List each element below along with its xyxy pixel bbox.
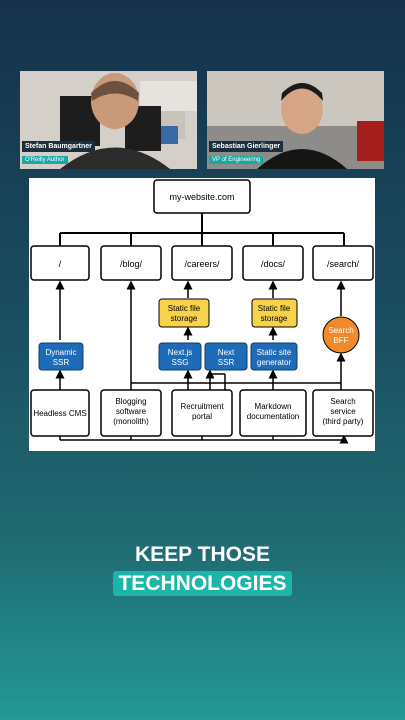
route-label: /blog/ xyxy=(120,259,143,269)
headline-text-1: KEEP THOSE xyxy=(135,543,270,566)
route-label: /search/ xyxy=(327,259,360,269)
static-storage-label: storage xyxy=(171,314,198,323)
source-box xyxy=(171,389,233,437)
source-label: service xyxy=(330,407,356,416)
route-box xyxy=(242,245,304,281)
source-label: software xyxy=(116,407,147,416)
source-box xyxy=(30,389,90,437)
nextjs-ssg-box xyxy=(158,342,202,371)
nextjs-ssg-label: SSG xyxy=(172,358,189,367)
route-box xyxy=(100,245,162,281)
search-bff-circle xyxy=(322,316,360,354)
source-label: Markdown xyxy=(255,402,292,411)
route-label: /docs/ xyxy=(261,259,286,269)
next-ssr-box xyxy=(204,342,248,371)
video-tile-sebastian: Sebastian Gierlinger VP of Engineering xyxy=(207,71,384,169)
route-box xyxy=(171,245,233,281)
static-storage-box xyxy=(158,298,210,328)
next-ssr-label: Next xyxy=(218,348,235,357)
source-box xyxy=(100,389,162,437)
route-box xyxy=(30,245,90,281)
dynamic-ssr-label: Dynamic xyxy=(45,348,76,357)
source-box xyxy=(239,389,307,437)
source-label: Blogging xyxy=(115,397,146,406)
headline-line-2: TECHNOLOGIES xyxy=(0,571,405,596)
static-storage-label: storage xyxy=(261,314,288,323)
route-box xyxy=(312,245,374,281)
source-label: Search xyxy=(330,397,355,406)
speaker-image-sebastian xyxy=(207,71,384,169)
source-label: portal xyxy=(192,412,212,421)
route-label: /careers/ xyxy=(184,259,220,269)
speaker-image-stefan xyxy=(20,71,197,169)
search-bff-label: BFF xyxy=(333,336,348,345)
source-label: documentation xyxy=(247,412,299,421)
route-label: / xyxy=(59,259,62,269)
architecture-diagram: my-website.com / /blog/ /careers/ /docs/… xyxy=(29,178,375,451)
static-storage-label: Static file xyxy=(258,304,291,313)
dynamic-ssr-label: SSR xyxy=(53,358,70,367)
static-storage-label: Static file xyxy=(168,304,201,313)
speaker-name-tag: Stefan Baumgartner xyxy=(22,141,95,152)
root-label: my-website.com xyxy=(169,192,234,202)
dynamic-ssr-box xyxy=(38,342,84,371)
next-ssr-label: SSR xyxy=(218,358,235,367)
headline-line-1: KEEP THOSE xyxy=(0,543,405,567)
source-label: Recruitment xyxy=(180,402,224,411)
search-bff-label: Search xyxy=(328,326,353,335)
headline-text-2: TECHNOLOGIES xyxy=(113,571,292,596)
speaker-role-tag: VP of Engineering xyxy=(209,156,264,164)
source-box xyxy=(312,389,374,437)
ssg-label: Static site xyxy=(257,348,292,357)
ssg-label: generator xyxy=(257,358,292,367)
root-box xyxy=(153,179,251,214)
nextjs-ssg-label: Next.js xyxy=(168,348,192,357)
speaker-name-tag: Sebastian Gierlinger xyxy=(209,141,284,152)
speaker-role-tag: O'Reilly Author xyxy=(22,156,68,164)
ssg-box xyxy=(250,342,298,371)
source-label: Headless CMS xyxy=(33,409,86,418)
source-label: (third party) xyxy=(323,417,364,426)
video-tile-stefan: Stefan Baumgartner O'Reilly Author xyxy=(20,71,197,169)
static-storage-box xyxy=(251,298,298,328)
source-label: (monolith) xyxy=(113,417,149,426)
